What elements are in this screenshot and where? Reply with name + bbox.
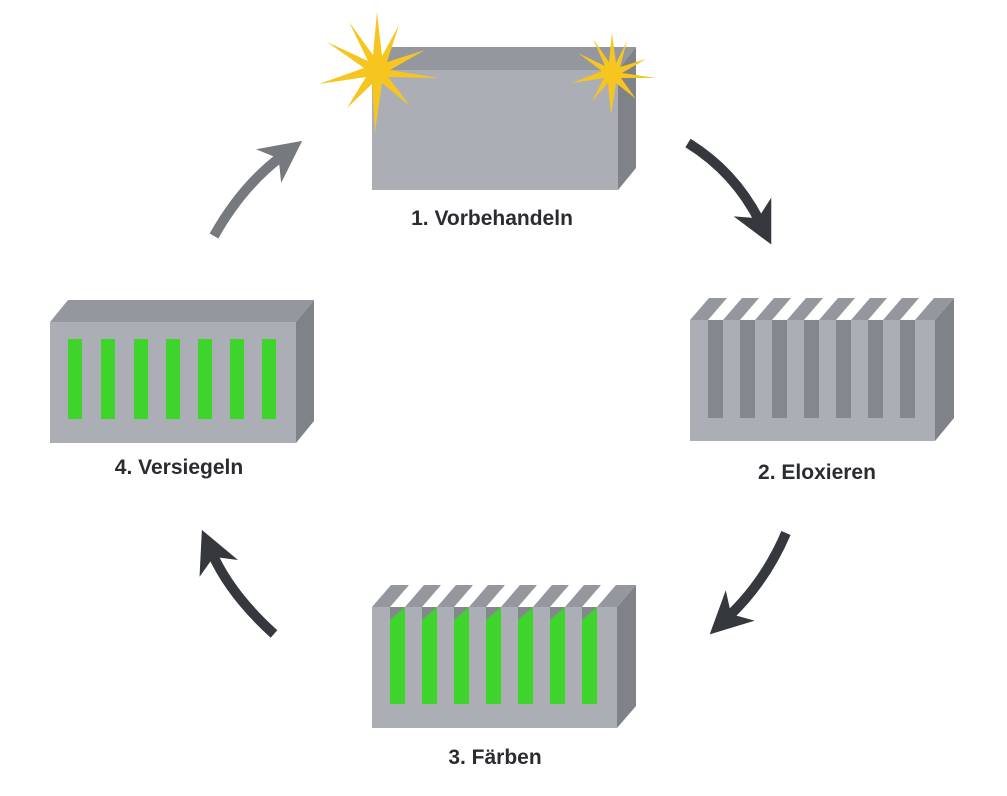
dye-fill xyxy=(454,607,469,704)
wall-top xyxy=(915,298,954,320)
step-3-dyed-block xyxy=(372,585,636,728)
step-2-label: 2. Eloxieren xyxy=(758,461,876,484)
pore-groove xyxy=(740,320,755,418)
dye-fill xyxy=(518,607,533,704)
block-base xyxy=(690,418,935,441)
step-3-label: 3. Färben xyxy=(448,746,541,769)
dye-stripe xyxy=(134,339,148,419)
wall-top xyxy=(787,298,823,320)
sparkle-core xyxy=(368,61,386,79)
pore-walls xyxy=(690,298,954,418)
wall-front xyxy=(533,607,550,704)
wall-front xyxy=(405,607,422,704)
wall-top xyxy=(565,585,601,607)
wall-front xyxy=(851,320,868,418)
wall-top xyxy=(533,585,569,607)
step-1-label: 1. Vorbehandeln xyxy=(411,207,573,230)
wall-front xyxy=(690,320,708,418)
wall-front xyxy=(469,607,486,704)
wall-front xyxy=(372,607,390,704)
block-front xyxy=(372,70,618,190)
wall-front xyxy=(915,320,935,418)
dye-stripe xyxy=(166,339,180,419)
pore-groove xyxy=(804,320,819,418)
block-side xyxy=(935,298,954,441)
wall-top xyxy=(469,585,505,607)
dye-stripe xyxy=(68,339,82,419)
wall-top xyxy=(597,585,636,607)
wall-top xyxy=(501,585,537,607)
pore-groove xyxy=(900,320,915,418)
pore-walls xyxy=(372,585,636,704)
dye-stripe xyxy=(262,339,276,419)
step-4-sealed-block xyxy=(50,300,314,443)
wall-front xyxy=(819,320,836,418)
block-top xyxy=(50,300,314,322)
dye-fill xyxy=(550,607,565,704)
wall-top xyxy=(851,298,887,320)
dyed-pores xyxy=(390,607,597,704)
sealed-dye-stripes xyxy=(68,339,276,419)
sparkle-small-icon xyxy=(572,33,656,115)
wall-top xyxy=(819,298,855,320)
wall-front xyxy=(597,607,617,704)
wall-top xyxy=(405,585,441,607)
wall-top xyxy=(723,298,759,320)
block-side xyxy=(617,585,636,728)
sparkle-core xyxy=(605,66,619,80)
wall-top xyxy=(755,298,791,320)
pore-groove xyxy=(836,320,851,418)
dye-fill xyxy=(486,607,501,704)
block-top xyxy=(372,47,636,70)
block-side xyxy=(296,300,314,443)
wall-front xyxy=(755,320,772,418)
wall-front xyxy=(437,607,454,704)
wall-front xyxy=(501,607,518,704)
step-2-anodized-block xyxy=(690,298,954,441)
pore-groove xyxy=(708,320,723,418)
wall-front xyxy=(787,320,804,418)
step-4-label: 4. Versiegeln xyxy=(115,456,243,479)
block-base xyxy=(372,704,617,728)
wall-front xyxy=(883,320,900,418)
sparkle-large-icon xyxy=(319,12,439,132)
arrow-step1-to-step2 xyxy=(685,138,772,245)
wall-front xyxy=(565,607,582,704)
wall-top xyxy=(690,298,727,320)
pore-groove xyxy=(772,320,787,418)
wall-front xyxy=(723,320,740,418)
dye-fill xyxy=(422,607,437,704)
pore-groove xyxy=(868,320,883,418)
pore-grooves xyxy=(708,320,915,418)
arrow-step3-to-step4 xyxy=(199,529,278,638)
step-1-pretreat-block xyxy=(372,47,636,190)
wall-top xyxy=(437,585,473,607)
dye-fill xyxy=(582,607,597,704)
wall-top xyxy=(883,298,919,320)
arrow-step4-to-step1 xyxy=(209,140,303,239)
arrow-step2-to-step3 xyxy=(709,531,791,635)
wall-top xyxy=(372,585,409,607)
dye-stripe xyxy=(230,339,244,419)
dye-stripe xyxy=(101,339,115,419)
dye-fill xyxy=(390,607,405,704)
dye-stripe xyxy=(198,339,212,419)
